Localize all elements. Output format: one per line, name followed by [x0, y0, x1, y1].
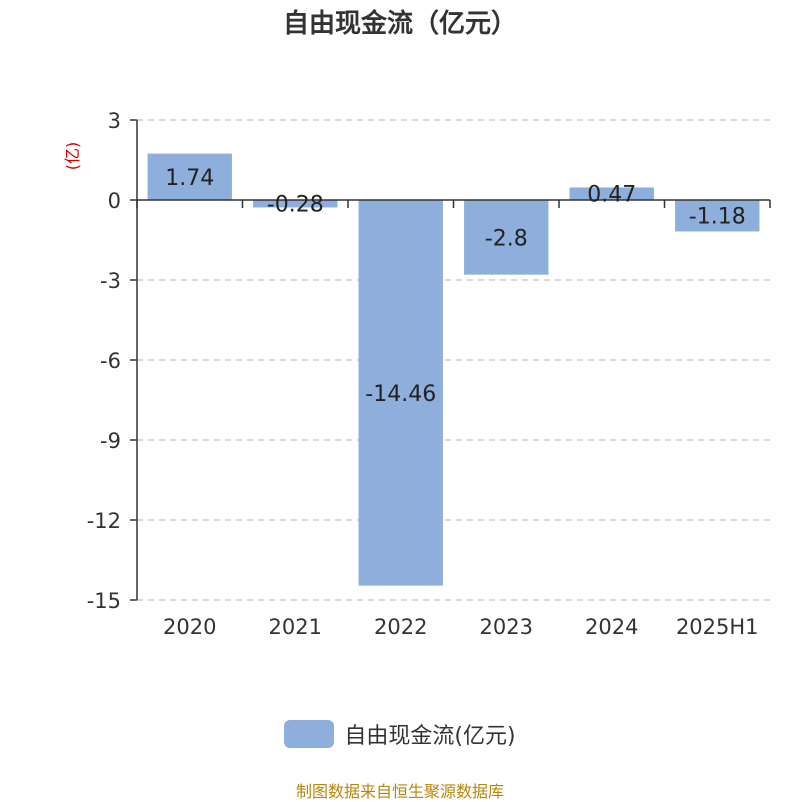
y-tick-label: -15 [87, 589, 121, 613]
label-layer: 1.74 -0.28 -14.46 -2.8 0.47 -1.18 [165, 166, 745, 407]
bar-layer [147, 153, 760, 586]
axis-layer: 3 0 -3 -6 -9 -12 -15 (亿) 2020 2021 2022 2023 2024 202… [63, 109, 771, 639]
bar-value-label: -14.46 [365, 382, 436, 407]
bar [147, 153, 232, 200]
bar-value-label: 0.47 [587, 183, 636, 208]
x-tick-label: 2024 [585, 615, 638, 639]
x-tick-label: 2025H1 [676, 615, 759, 639]
legend-swatch [284, 720, 335, 748]
bar-value-label: 1.74 [165, 166, 214, 191]
x-tick-label: 2023 [480, 615, 533, 639]
y-tick-label: -3 [100, 269, 121, 293]
y-tick-label: 3 [108, 109, 121, 133]
legend[interactable]: 自由现金流(亿元) [0, 718, 800, 750]
bar [358, 200, 443, 586]
y-tick-label: 0 [108, 189, 121, 213]
bar-value-label: -0.28 [267, 193, 324, 218]
y-tick-label: -6 [100, 349, 121, 373]
bar [569, 187, 654, 200]
bar-value-label: -2.8 [485, 226, 528, 251]
y-tick-label: -9 [100, 429, 121, 453]
legend-label: 自由现金流(亿元) [344, 724, 516, 749]
chart-title: 自由现金流（亿元） [282, 9, 517, 39]
bar [464, 200, 549, 275]
source-note: 制图数据来自恒生聚源数据库 [295, 782, 504, 801]
x-tick-label: 2021 [269, 615, 322, 639]
y-tick-label: -12 [87, 509, 121, 533]
bar [675, 200, 760, 232]
x-tick-label: 2022 [374, 615, 427, 639]
bar-value-label: -1.18 [689, 205, 746, 230]
bar [253, 200, 338, 208]
y-axis-label: (亿) [63, 142, 82, 171]
x-tick-label: 2020 [163, 615, 216, 639]
